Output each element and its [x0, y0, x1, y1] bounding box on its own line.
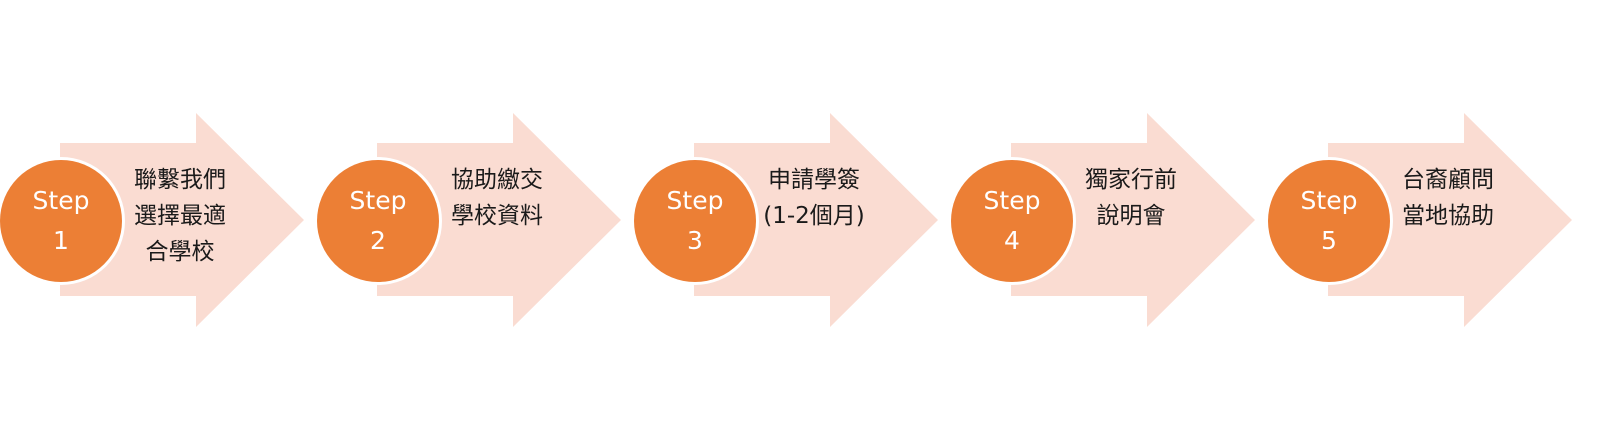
step-description-line: 獨家行前	[1085, 167, 1177, 193]
step-badge: Step 4	[951, 160, 1073, 282]
step-1: Step 1 聯繫我們 選擇最適 合學校	[0, 110, 304, 330]
step-arrow	[60, 113, 304, 327]
step-description-line: (1-2個月)	[763, 203, 865, 229]
step-description: 獨家行前 說明會	[1069, 162, 1193, 234]
step-description-line: 申請學簽	[768, 167, 860, 193]
step-label: Step	[666, 186, 724, 215]
step-label: Step	[32, 186, 90, 215]
step-badge: Step 5	[1268, 160, 1390, 282]
step-label: Step	[983, 186, 1041, 215]
step-5: Step 5 台裔顧問 當地協助	[1268, 110, 1572, 330]
step-description-line: 協助繳交	[451, 167, 543, 193]
step-description: 協助繳交 學校資料	[435, 162, 559, 234]
step-description-line: 當地協助	[1402, 203, 1494, 229]
step-description-line: 選擇最適	[134, 203, 226, 229]
step-description: 申請學簽 (1-2個月)	[752, 162, 876, 234]
step-4: Step 4 獨家行前 說明會	[951, 110, 1255, 330]
step-3: Step 3 申請學簽 (1-2個月)	[634, 110, 938, 330]
step-description-line: 學校資料	[451, 203, 543, 229]
step-number: 4	[1004, 226, 1020, 255]
step-arrow	[1011, 113, 1255, 327]
step-2: Step 2 協助繳交 學校資料	[317, 110, 621, 330]
step-number: 5	[1321, 226, 1337, 255]
step-label: Step	[349, 186, 407, 215]
step-number: 1	[53, 226, 69, 255]
step-arrow	[377, 113, 621, 327]
step-badge: Step 1	[0, 160, 122, 282]
step-arrow	[694, 113, 938, 327]
step-description: 聯繫我們 選擇最適 合學校	[118, 162, 242, 270]
step-description-line: 聯繫我們	[134, 167, 226, 193]
step-description-line: 說明會	[1096, 203, 1166, 229]
step-description-line: 台裔顧問	[1402, 167, 1494, 193]
step-number: 3	[687, 226, 703, 255]
step-arrow	[1328, 113, 1572, 327]
step-number: 2	[370, 226, 386, 255]
step-label: Step	[1300, 186, 1358, 215]
step-description-line: 合學校	[145, 239, 215, 265]
step-badge: Step 2	[317, 160, 439, 282]
step-description: 台裔顧問 當地協助	[1386, 162, 1510, 234]
step-badge: Step 3	[634, 160, 756, 282]
